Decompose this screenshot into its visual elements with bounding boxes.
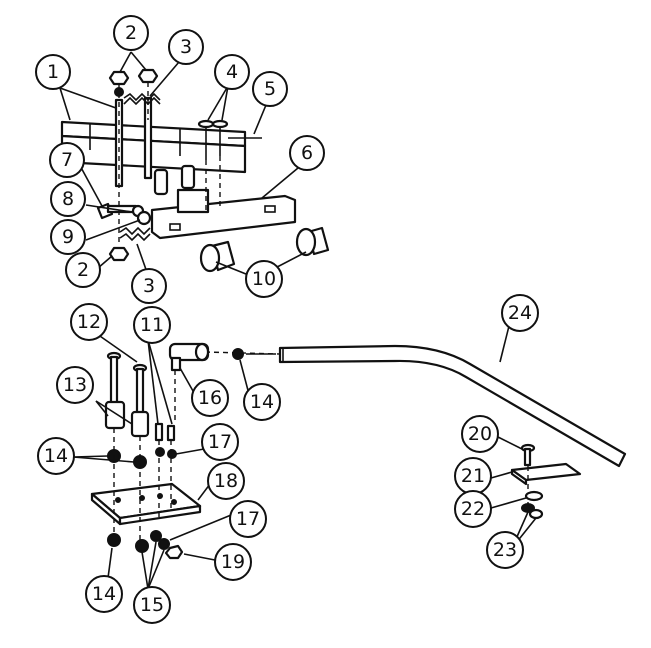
spacer-part-13 [130, 410, 150, 438]
callout-20-label: 20 [468, 423, 492, 445]
callout-18-label: 18 [214, 470, 238, 492]
callout-6-label: 6 [301, 142, 313, 164]
callout-3-top-label: 3 [180, 36, 192, 58]
callout-10-label: 10 [252, 268, 276, 290]
angle-bracket-part-1 [60, 120, 247, 174]
nut-part-23 [528, 508, 544, 520]
callout-2-bottom-label: 2 [77, 259, 89, 281]
callout-21-label: 21 [461, 465, 485, 487]
washer-part-17 [155, 447, 165, 457]
callout-14-lower: 14 [85, 575, 123, 613]
pins-part-4 [197, 119, 229, 160]
callout-17-lower: 17 [229, 500, 267, 538]
callout-12-label: 12 [77, 311, 101, 333]
callout-19: 19 [214, 543, 252, 581]
screw-part-20 [523, 447, 532, 467]
callout-2-top: 2 [113, 15, 149, 51]
plate-part-6 [150, 188, 297, 240]
callout-14-handle: 14 [243, 383, 281, 421]
callout-23: 23 [486, 531, 524, 569]
lower-left-assembly [90, 351, 202, 560]
top-nuts-part-2 [108, 68, 159, 86]
nut-part-19 [164, 544, 184, 560]
spacer-part-13 [104, 400, 126, 430]
callout-4-label: 4 [226, 61, 238, 83]
callout-9: 9 [50, 219, 86, 255]
callout-6: 6 [289, 135, 325, 171]
callout-1: 1 [35, 54, 71, 90]
nut-part-15 [135, 539, 149, 553]
callout-8: 8 [50, 181, 86, 217]
spacer [153, 168, 169, 196]
callout-11: 11 [133, 306, 171, 344]
callout-9-label: 9 [62, 226, 74, 248]
callout-7: 7 [49, 142, 85, 178]
callout-24: 24 [501, 294, 539, 332]
callout-2-top-label: 2 [125, 22, 137, 44]
screw-part-11 [166, 424, 176, 442]
callout-16: 16 [191, 379, 229, 417]
washer-part-9 [136, 210, 152, 226]
callout-7-label: 7 [61, 149, 73, 171]
callout-16-label: 16 [198, 387, 222, 409]
callout-3-bottom: 3 [131, 268, 167, 304]
callout-5: 5 [252, 71, 288, 107]
callout-14-handle-label: 14 [250, 391, 274, 413]
upper-assembly [60, 68, 330, 273]
callout-4: 4 [214, 54, 250, 90]
nut-part-14 [107, 533, 121, 547]
callout-14-lower-label: 14 [92, 583, 116, 605]
callout-17-lower-label: 17 [236, 508, 260, 530]
callout-19-label: 19 [221, 551, 245, 573]
callout-8-label: 8 [62, 188, 74, 210]
callout-11-label: 11 [140, 314, 164, 336]
nut-part-15 [150, 530, 162, 542]
callout-10: 10 [245, 260, 283, 298]
lower-spring-part-3 [119, 226, 151, 242]
top-spring-part-3 [123, 92, 161, 106]
callout-2-bottom: 2 [65, 252, 101, 288]
callout-5-label: 5 [264, 78, 276, 100]
swivel-fitting-part-16 [168, 342, 210, 372]
callout-1-label: 1 [47, 61, 59, 83]
callout-18: 18 [207, 462, 245, 500]
callout-3-top: 3 [168, 29, 204, 65]
callout-15: 15 [133, 586, 171, 624]
screw-part-11 [154, 422, 164, 442]
nut-part-14 [232, 348, 244, 360]
callout-12: 12 [70, 303, 108, 341]
handle-part-24 [278, 344, 627, 468]
callout-13-label: 13 [63, 374, 87, 396]
callout-13: 13 [56, 366, 94, 404]
callout-14-upper: 14 [37, 437, 75, 475]
callout-23-label: 23 [493, 539, 517, 561]
callout-17-upper: 17 [201, 423, 239, 461]
callout-3-bottom-label: 3 [143, 275, 155, 297]
callout-14-upper-label: 14 [44, 445, 68, 467]
callout-22: 22 [454, 490, 492, 528]
lower-right-assembly [510, 443, 582, 520]
nut-part-15 [158, 538, 170, 550]
lower-nut-part-2 [108, 246, 130, 262]
spacer [180, 164, 196, 190]
callout-24-label: 24 [508, 302, 532, 324]
callout-21: 21 [454, 457, 492, 495]
callout-15-label: 15 [140, 594, 164, 616]
callout-17-upper-label: 17 [208, 431, 232, 453]
washer-part-22 [524, 490, 544, 502]
callout-22-label: 22 [461, 498, 485, 520]
plate-part-18 [90, 482, 202, 526]
callout-20: 20 [461, 415, 499, 453]
washer-part-17 [167, 449, 177, 459]
